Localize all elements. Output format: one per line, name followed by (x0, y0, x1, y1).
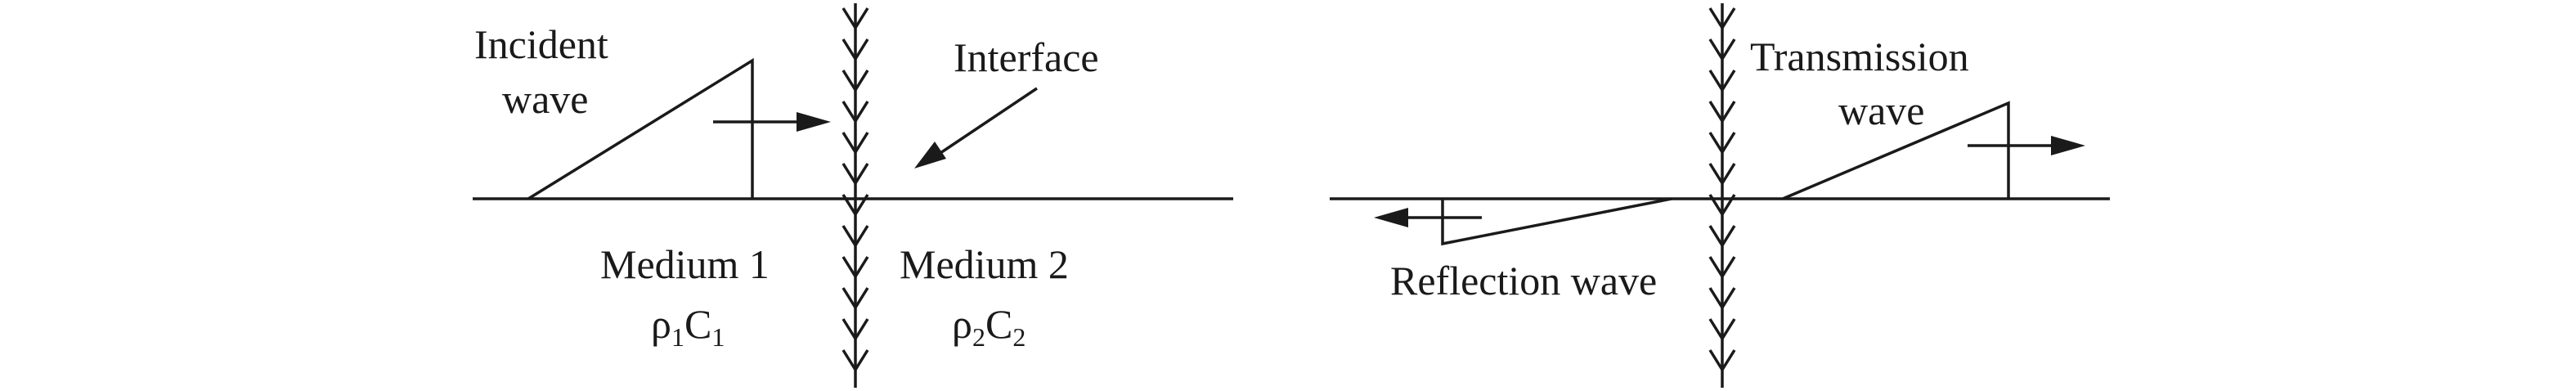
interface-chevron (841, 349, 869, 373)
medium-2-symbol: ρ2C2 (952, 301, 1025, 352)
interface-chevron (841, 38, 869, 62)
interface-chevron (1708, 194, 1736, 218)
interface-chevron (1708, 38, 1736, 62)
transmission-wave-label-line2: wave (1838, 88, 1925, 133)
reflection-direction-arrow (1374, 208, 1482, 227)
right-panel: Transmission wave Reflection wave (1330, 3, 2110, 388)
medium-1-symbol: ρ1C1 (651, 301, 725, 352)
interface-chevron (1708, 101, 1736, 124)
transmission-direction-arrow (1968, 136, 2085, 155)
interface-label: Interface (954, 34, 1099, 80)
left-panel: Incident wave Interface Medium 1 ρ1C1 Me… (473, 3, 1233, 388)
interface-chevron (841, 101, 869, 124)
interface-chevron (1708, 70, 1736, 93)
interface-chevron (841, 225, 869, 249)
interface-chevron (1708, 287, 1736, 311)
reflection-wave-label: Reflection wave (1390, 258, 1657, 303)
left-interface-line (841, 3, 869, 388)
transmission-wave-label-line1: Transmission (1750, 34, 1969, 79)
medium-2-label: Medium 2 (900, 241, 1069, 287)
interface-chevron (1708, 256, 1736, 280)
incident-wave-label-line2: wave (502, 76, 589, 122)
incident-direction-arrow (713, 112, 831, 132)
interface-chevron (841, 7, 869, 31)
interface-chevron (841, 70, 869, 93)
interface-chevron (1708, 225, 1736, 249)
incident-wave-shape (527, 57, 754, 200)
interface-chevron (841, 132, 869, 155)
medium-1-label: Medium 1 (600, 241, 770, 287)
interface-chevron (841, 287, 869, 311)
interface-chevron (1708, 349, 1736, 373)
transmission-wave-shape (1782, 101, 2010, 200)
interface-chevron (1708, 163, 1736, 187)
interface-chevron (1708, 7, 1736, 31)
interface-chevron (1708, 132, 1736, 155)
incident-wave-label-line1: Incident (474, 21, 608, 67)
interface-chevron (841, 318, 869, 342)
interface-pointer-arrow (914, 87, 1038, 169)
reflection-wave-shape (1441, 197, 1672, 246)
interface-chevron (1708, 318, 1736, 342)
interface-chevron (841, 256, 869, 280)
interface-chevron (841, 194, 869, 218)
interface-chevron (841, 163, 869, 187)
right-interface-line (1708, 3, 1736, 388)
